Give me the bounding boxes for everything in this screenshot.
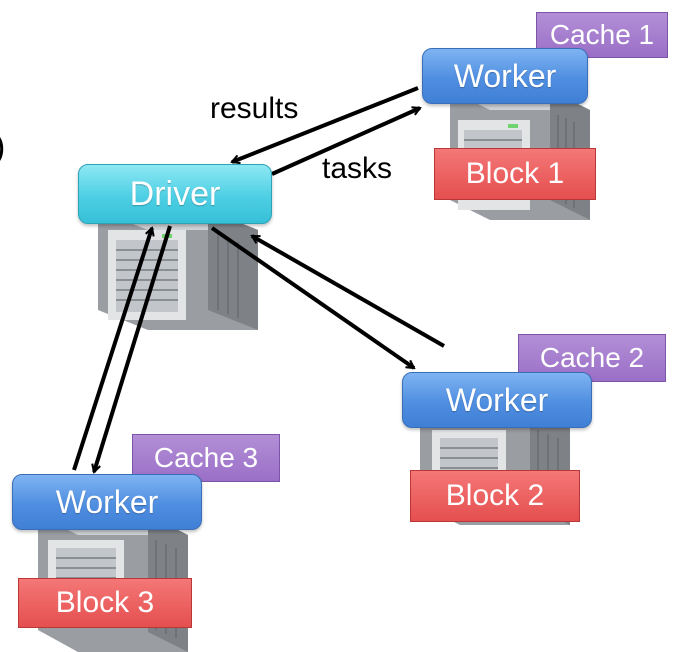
arrow-results	[232, 86, 419, 162]
worker-2-block-tag: Block 2	[410, 470, 580, 522]
arrow-worker3-to-driver	[72, 228, 152, 471]
worker-3-block-tag: Block 3	[18, 578, 192, 628]
partial-glyph: )	[0, 128, 5, 167]
driver-pill: Driver	[78, 164, 272, 224]
arrow-driver-to-worker2	[210, 226, 414, 370]
worker-1-block-tag: Block 1	[434, 148, 596, 200]
arrow-tasks	[271, 106, 420, 176]
tasks-label: tasks	[322, 152, 393, 185]
worker-3-cache-tag: Cache 3	[132, 434, 280, 482]
worker-1-pill: Worker	[422, 48, 588, 104]
arrow-driver-to-worker3	[94, 225, 172, 472]
worker-3-pill: Worker	[12, 474, 202, 530]
worker-2-pill: Worker	[402, 372, 592, 428]
results-label: results	[210, 92, 299, 125]
arrow-worker2-to-driver	[252, 234, 445, 348]
worker-1-cache-tag: Cache 1	[536, 12, 668, 58]
